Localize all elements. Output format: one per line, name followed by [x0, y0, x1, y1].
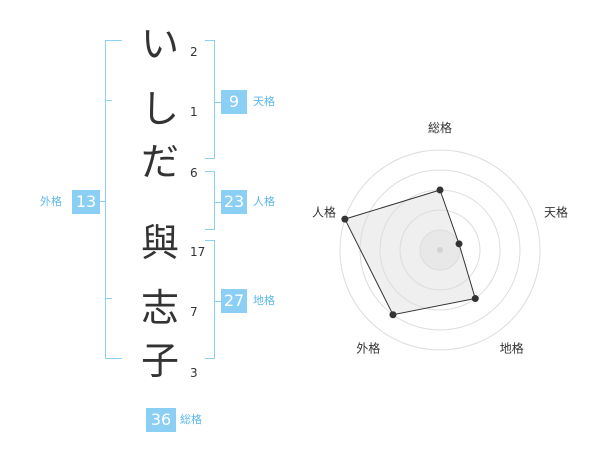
chikaku-bracket	[205, 240, 215, 359]
radar-axis-label-1: 総格	[428, 120, 452, 135]
gaikaku-badge: 13	[72, 190, 100, 214]
stroke-count-3: 6	[190, 166, 198, 180]
gaikaku-bracket	[105, 40, 122, 359]
stroke-count-2: 1	[190, 105, 198, 119]
radar-axis-label-5: 人格	[312, 204, 336, 219]
name-char-6: 子	[140, 339, 179, 383]
radar-point-5	[341, 215, 349, 223]
radar-point-2	[455, 240, 463, 248]
name-char-3: だ	[140, 140, 179, 184]
tenkaku-label: 天格	[253, 95, 275, 108]
jinkaku-label: 人格	[253, 195, 275, 208]
name-char-2: し	[140, 87, 179, 131]
tenkaku-bracket-tick	[215, 102, 221, 103]
radar-ring-2	[399, 209, 481, 291]
jinkaku-bracket-tick	[215, 202, 221, 203]
gaikaku-bracket-tick	[98, 201, 105, 202]
radar-axis-label-3: 地格	[500, 341, 524, 356]
stroke-count-4: 17	[190, 245, 206, 259]
name-char-5: 志	[140, 286, 179, 330]
soukaku-badge: 36	[146, 408, 176, 432]
chikaku-label: 地格	[253, 294, 275, 307]
radar-axis-label-2: 天格	[544, 204, 568, 219]
jinkaku-bracket	[205, 171, 215, 230]
jinkaku-badge: 23	[221, 190, 247, 214]
radar-point-4	[389, 311, 397, 319]
gaikaku-tick-mid-2	[105, 298, 112, 299]
gaikaku-label: 外格	[40, 195, 62, 208]
soukaku-label: 総格	[180, 413, 202, 426]
radar-value-polygon	[344, 189, 476, 316]
gaikaku-tick-mid-1	[105, 100, 112, 101]
stroke-count-5: 7	[190, 305, 198, 319]
radar-point-1	[436, 186, 444, 194]
chikaku-bracket-tick	[215, 301, 221, 302]
radar-ring-5	[339, 149, 541, 351]
stroke-count-6: 3	[190, 366, 198, 380]
chikaku-badge: 27	[221, 289, 247, 313]
stroke-count-1: 2	[190, 45, 198, 59]
name-char-4: 與	[140, 221, 179, 265]
name-char-1: い	[140, 22, 179, 66]
radar-axis-label-4: 外格	[356, 341, 380, 356]
radar-center-dot	[437, 247, 443, 253]
tenkaku-badge: 9	[221, 90, 247, 114]
tenkaku-bracket	[205, 40, 215, 159]
radar-point-3	[471, 295, 479, 303]
